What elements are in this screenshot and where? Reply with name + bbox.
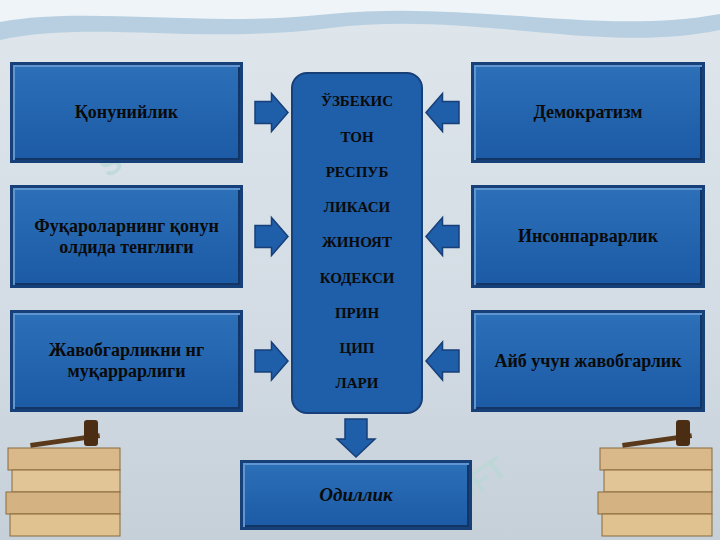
- block-arrow: [255, 342, 288, 380]
- block-arrow: [426, 342, 459, 380]
- block-arrow: [426, 94, 459, 132]
- books-gavel-left: [6, 420, 120, 536]
- principle-box: Инсонпарварлик: [471, 185, 705, 288]
- principle-box: Жавобгарликни нг муқаррарлиги: [10, 310, 243, 412]
- books-gavel-right: [598, 420, 712, 536]
- principle-box: Айб учун жавобгарлик: [471, 310, 705, 412]
- box-label: Айб учун жавобгарлик: [494, 351, 681, 372]
- box-label: Қонунийлик: [75, 102, 178, 123]
- box-label: Одиллик: [319, 484, 392, 506]
- central-box: ЎЗБЕКИС ТОН РЕСПУБ ЛИКАСИ ЖИНОЯТ КОДЕКСИ…: [291, 72, 423, 414]
- principle-box: Демократизм: [471, 62, 705, 163]
- box-label: Инсонпарварлик: [518, 226, 658, 247]
- principle-box: Фуқароларнинг қонун олдида тенглиги: [10, 185, 243, 288]
- box-label: Жавобгарликни нг муқаррарлиги: [23, 340, 230, 381]
- block-arrow: [337, 419, 375, 457]
- top-wave-light: [0, 0, 720, 22]
- block-arrow: [255, 94, 288, 132]
- box-label: ЎЗБЕКИС ТОН РЕСПУБ ЛИКАСИ ЖИНОЯТ КОДЕКСИ…: [320, 84, 395, 401]
- top-wave: [0, 0, 720, 40]
- box-label: Фуқароларнинг қонун олдида тенглиги: [23, 216, 230, 257]
- principle-box: Одиллик: [240, 460, 472, 530]
- principle-box: Қонунийлик: [10, 62, 243, 163]
- block-arrow: [426, 218, 459, 256]
- block-arrow: [255, 218, 288, 256]
- box-label: Демократизм: [534, 102, 643, 123]
